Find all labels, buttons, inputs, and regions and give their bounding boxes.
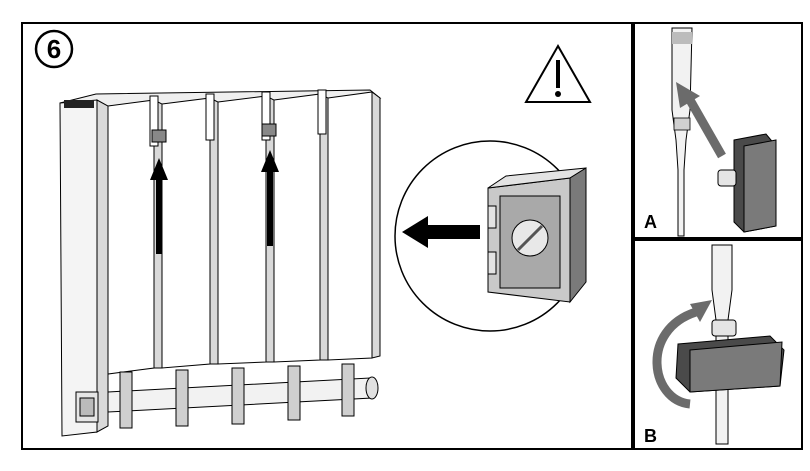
clip-detail-circle xyxy=(394,140,587,332)
panel-a-frame xyxy=(633,22,803,239)
main-panel-frame xyxy=(21,22,633,450)
radiator-fin-4 xyxy=(273,93,329,363)
rotate-arrow xyxy=(652,307,698,409)
panel-a-illustration: A xyxy=(644,27,777,237)
radiator xyxy=(59,89,382,437)
fin-connectors xyxy=(149,89,327,147)
panel-b-label: B xyxy=(644,426,657,446)
mount-direction-arrow xyxy=(676,82,726,159)
panel-a-label: A xyxy=(644,212,657,232)
clip-detail xyxy=(487,167,587,304)
clip-mounted xyxy=(675,319,785,393)
fin-edge xyxy=(671,27,693,237)
warning-triangle-icon xyxy=(524,43,592,103)
panel-b-illustration: B xyxy=(644,244,785,446)
radiator-clip-2 xyxy=(261,123,277,137)
step-number: 6 xyxy=(47,34,61,64)
push-direction-arrow xyxy=(402,216,480,248)
panel-b-frame xyxy=(633,239,803,450)
radiator-clip-1 xyxy=(151,129,167,143)
insert-arrow-2 xyxy=(261,150,279,246)
radiator-fin-2 xyxy=(161,97,219,369)
radiator-legs xyxy=(119,363,355,429)
control-housing xyxy=(59,99,109,437)
insert-arrow-1 xyxy=(150,158,168,254)
step-number-badge: 6 xyxy=(34,29,74,69)
radiator-fin-5 xyxy=(327,91,381,361)
clip-side-view xyxy=(717,133,777,233)
